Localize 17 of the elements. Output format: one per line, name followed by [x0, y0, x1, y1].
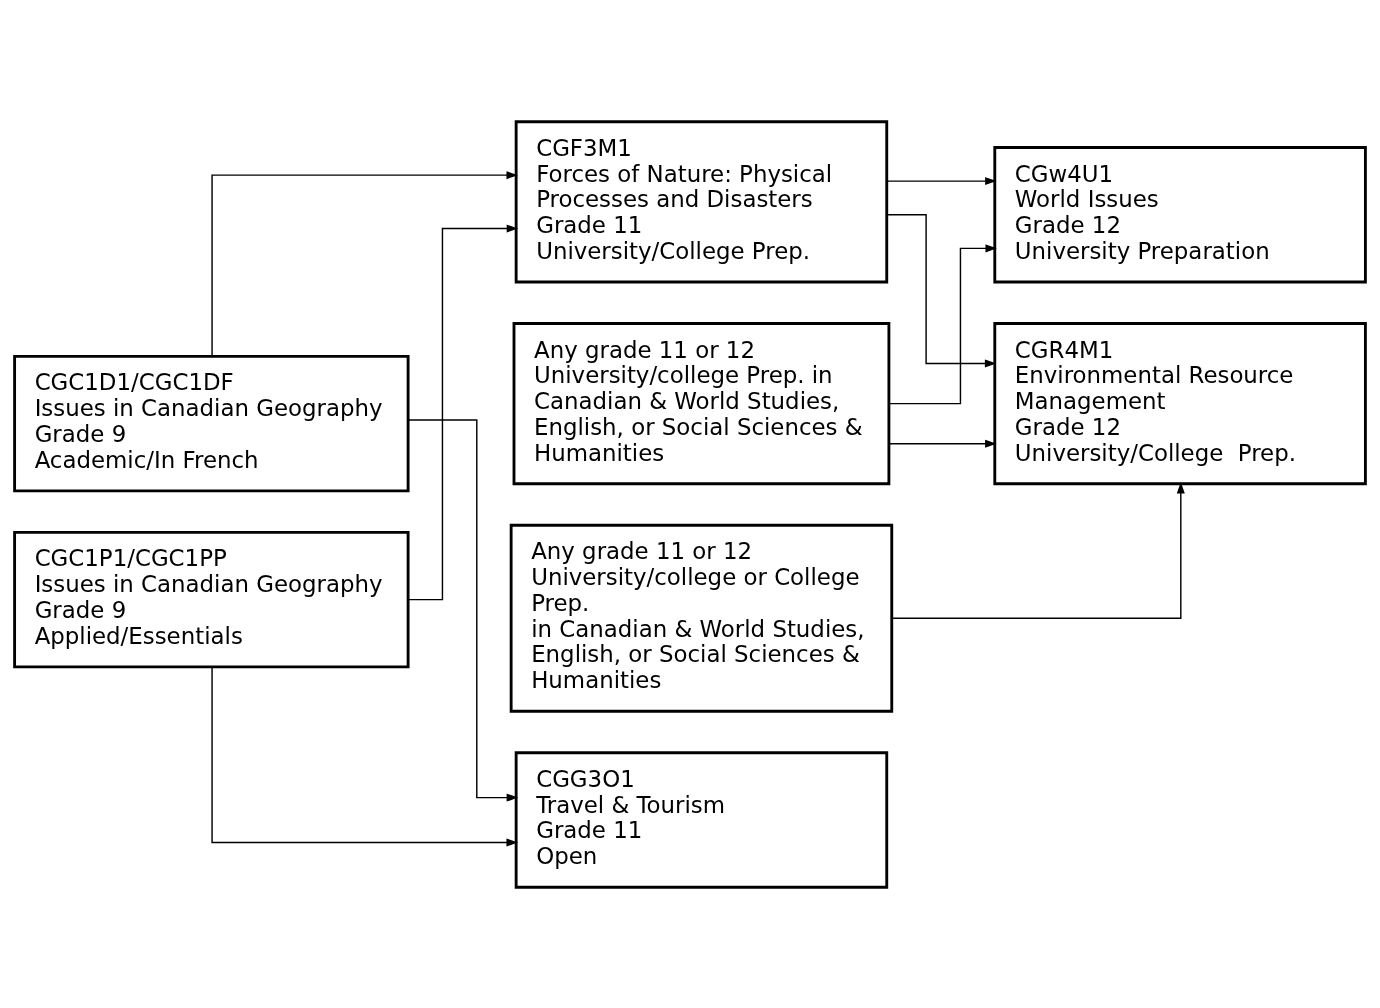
- arrow: [886, 176, 997, 185]
- arrow: [211, 666, 518, 846]
- arrow: [211, 170, 518, 356]
- node-box: CGG3O1 Travel & Tourism Grade 11 Open: [514, 750, 889, 889]
- node-box: CGC1D1/CGC1DF Issues in Canadian Geography Grade 9 Academic/In French: [13, 354, 410, 492]
- node-box: CGR4M1 Environmental Resource Management Grade 12 University/College Prep.: [993, 321, 1367, 485]
- arrow: [886, 213, 997, 368]
- node-box: Any grade 11 or 12 University/college or College Prep. in Canadian & World Studies, English, or Social Sciences & Humanities: [509, 523, 894, 713]
- node-box: Any grade 11 or 12 University/college Prep. in Canadian & World Studies, English, or Social Sciences & Humanities: [512, 321, 891, 485]
- arrow: [891, 481, 1185, 619]
- node-box: CGF3M1 Forces of Nature: Physical Processes and Disasters Grade 11 University/College Prep.: [514, 119, 889, 283]
- arrow: [888, 243, 997, 404]
- arrow: [407, 224, 519, 600]
- arrow: [888, 439, 997, 448]
- arrow: [407, 418, 519, 802]
- node-box: CGC1P1/CGC1PP Issues in Canadian Geography Grade 9 Applied/Essentials: [13, 530, 410, 668]
- node-box: CGw4U1 World Issues Grade 12 University Preparation: [993, 145, 1367, 283]
